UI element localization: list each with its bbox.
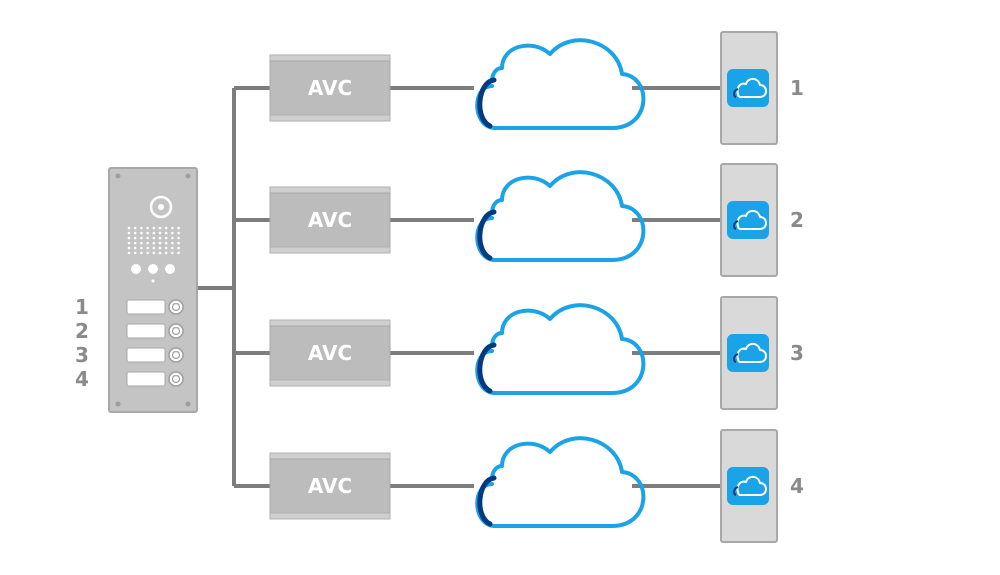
avc-label: AVC xyxy=(308,76,352,100)
name-plate xyxy=(126,323,166,339)
call-button xyxy=(168,299,184,315)
avc-label: AVC xyxy=(308,208,352,232)
cloud-app-icon xyxy=(727,334,769,372)
cloud-icon xyxy=(477,438,643,526)
phone-label: 3 xyxy=(790,341,804,365)
indicator-lights-icon xyxy=(131,264,175,283)
call-buttons xyxy=(126,299,184,387)
channel-row: AVC 1 xyxy=(269,31,804,145)
phone-label: 4 xyxy=(790,474,804,498)
door-button-label: 4 xyxy=(75,367,89,391)
cloud-icon xyxy=(477,40,643,128)
camera-icon xyxy=(149,195,173,219)
name-plate xyxy=(126,371,166,387)
door-station-panel xyxy=(108,167,198,413)
smartphone xyxy=(720,163,778,277)
avc-converter: AVC xyxy=(269,452,391,520)
cloud-app-icon xyxy=(727,201,769,239)
avc-label: AVC xyxy=(308,474,352,498)
avc-converter: AVC xyxy=(269,186,391,254)
call-button xyxy=(168,323,184,339)
channel-row: AVC 2 xyxy=(269,163,804,277)
avc-converter: AVC xyxy=(269,54,391,122)
screw-icon xyxy=(115,173,191,407)
cloud-app-icon xyxy=(727,467,769,505)
call-button xyxy=(168,371,184,387)
cloud-icon xyxy=(477,305,643,393)
smartphone xyxy=(720,31,778,145)
channel-row: AVC 4 xyxy=(269,429,804,543)
cloud-icon xyxy=(477,172,643,260)
name-plate xyxy=(126,299,166,315)
door-button-label: 2 xyxy=(75,319,89,343)
door-button-label: 1 xyxy=(75,295,89,319)
avc-converter: AVC xyxy=(269,319,391,387)
channel-row: AVC 3 xyxy=(269,296,804,410)
call-button xyxy=(168,347,184,363)
name-plate xyxy=(126,347,166,363)
speaker-grille-icon xyxy=(127,226,180,255)
bus-lines xyxy=(198,86,720,488)
avc-label: AVC xyxy=(308,341,352,365)
smartphone xyxy=(720,296,778,410)
phone-label: 2 xyxy=(790,208,804,232)
smartphone xyxy=(720,429,778,543)
phone-label: 1 xyxy=(790,76,804,100)
door-button-label: 3 xyxy=(75,343,89,367)
cloud-app-icon xyxy=(727,69,769,107)
